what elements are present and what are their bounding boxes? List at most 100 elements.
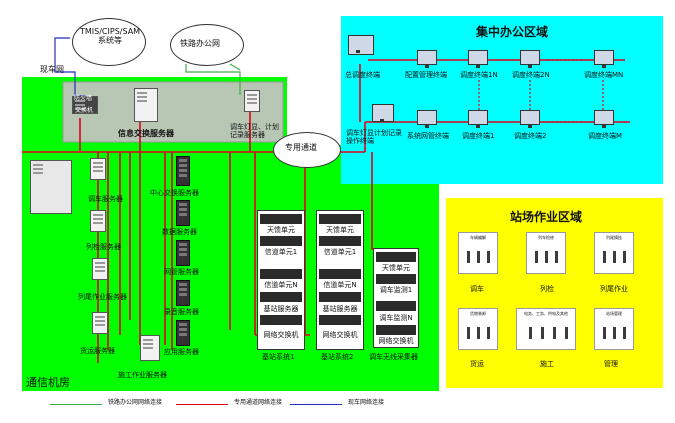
rack-unit bbox=[260, 269, 302, 279]
record-server-icon bbox=[176, 280, 190, 306]
dispatch-log-server-icon bbox=[244, 90, 260, 112]
dispatch-server-icon bbox=[90, 158, 106, 180]
dispatch-2n-terminal-icon bbox=[520, 50, 540, 68]
config-label: 配置管理终端 bbox=[405, 71, 447, 79]
info-exchange-server-icon bbox=[134, 88, 158, 122]
netmgr-label: 系统网管终端 bbox=[407, 132, 449, 140]
switch-label: 交换机 bbox=[75, 107, 94, 114]
station-card-title: 货物装卸 bbox=[470, 311, 486, 316]
monitor1-label: 调车监测1 bbox=[379, 286, 413, 294]
data-server-icon bbox=[176, 200, 190, 226]
inspect-server-icon bbox=[90, 210, 106, 232]
legend-green-label: 铁路办公网网络连接 bbox=[108, 399, 163, 406]
net-switch-label: 网络交换机 bbox=[322, 331, 358, 339]
station-card-title: 电务、工务、供电及其他 bbox=[524, 311, 568, 316]
unit-top-label: 天馈单元 bbox=[267, 226, 295, 234]
dispatch-1n-terminal-icon bbox=[468, 50, 488, 68]
tail-server-label: 列尾作业服务器 bbox=[78, 293, 127, 301]
tmis-cloud-label: TMIS/CIPS/SAM系统等 bbox=[80, 27, 141, 45]
rack-unit bbox=[376, 252, 416, 262]
record-op-label: 调车灯显计划记录操作终端 bbox=[346, 129, 402, 145]
wireless-collector-rack: 天馈单元 调车监测1 调车监测N 网络交换机 bbox=[373, 248, 419, 348]
base-sys2-label: 基站系统2 bbox=[321, 353, 354, 361]
base-station-1-rack: 天馈单元 信道单元1 信道单元N 基站服务器 网络交换机 bbox=[257, 210, 305, 350]
station-card-label: 施工 bbox=[540, 360, 554, 368]
unit-top-label: 天馈单元 bbox=[382, 264, 410, 272]
center-switch-label: 中心交换服务器 bbox=[150, 189, 199, 197]
station-card-label: 调车 bbox=[470, 285, 484, 293]
rail-office-cloud-label: 铁路办公网 bbox=[180, 39, 220, 48]
monitorn-label: 调车监测N bbox=[379, 314, 413, 322]
main-dispatch-terminal-icon bbox=[348, 35, 374, 55]
data-server-label: 数据服务器 bbox=[162, 228, 197, 236]
dispatch-mn-terminal-icon bbox=[594, 50, 614, 68]
station-card: 货物装卸 bbox=[458, 308, 498, 350]
dispatch-mn-label: 调度终端MN bbox=[584, 71, 624, 79]
station-zone bbox=[446, 198, 663, 388]
inspect-server-label: 列检服务器 bbox=[86, 243, 121, 251]
private-channel-cloud bbox=[273, 132, 341, 168]
rack-unit bbox=[260, 214, 302, 224]
freight-server-icon bbox=[92, 312, 108, 334]
unit-ch1-label: 信道单元1 bbox=[323, 248, 357, 256]
record-op-terminal-icon bbox=[372, 104, 394, 122]
rack-unit bbox=[260, 315, 302, 325]
legend-red-line bbox=[176, 404, 228, 405]
legend-red-label: 专用通道网络连接 bbox=[234, 399, 283, 406]
xianche-label: 现车网 bbox=[40, 65, 64, 74]
dispatch-server-label: 调车服务器 bbox=[88, 195, 123, 203]
info-exchange-label: 信息交换服务器 bbox=[118, 129, 174, 138]
rack-unit bbox=[376, 301, 416, 311]
unit-top-label: 天馈单元 bbox=[326, 226, 354, 234]
wireless-collector-label: 调车无线采集器 bbox=[369, 353, 418, 361]
net-switch-label: 网络交换机 bbox=[263, 331, 299, 339]
station-card: 列车检修 bbox=[526, 232, 566, 274]
room-zone-title: 通信机房 bbox=[26, 376, 70, 389]
app-server-icon bbox=[176, 320, 190, 346]
station-card-title: 车辆编解 bbox=[470, 235, 486, 240]
dispatch-log-label: 调车灯显、计划记录服务器 bbox=[230, 123, 279, 139]
rack-unit bbox=[319, 214, 361, 224]
record-server-label: 录音服务器 bbox=[164, 308, 199, 316]
net-switch-label: 网络交换机 bbox=[378, 337, 414, 345]
main-dispatch-label: 总调度终端 bbox=[345, 71, 380, 79]
rack-unit bbox=[319, 292, 361, 302]
config-terminal-icon bbox=[417, 50, 437, 68]
unit-ch1-label: 信道单元1 bbox=[264, 248, 298, 256]
station-card-label: 列检 bbox=[540, 285, 554, 293]
station-zone-title: 站场作业区域 bbox=[510, 210, 583, 224]
station-card: 列尾摘挂 bbox=[594, 232, 634, 274]
rack-unit bbox=[376, 325, 416, 335]
station-card-label: 货运 bbox=[470, 360, 484, 368]
rack-unit bbox=[319, 315, 361, 325]
rack-unit bbox=[260, 292, 302, 302]
unit-chn-label: 信道单元N bbox=[264, 281, 298, 289]
firewall-label: 防火墙 bbox=[74, 95, 93, 102]
netmgr-terminal-icon bbox=[417, 110, 437, 128]
rack-unit bbox=[319, 236, 361, 246]
station-card-label: 列尾作业 bbox=[600, 285, 628, 293]
rack-unit bbox=[376, 274, 416, 284]
firewall-icon bbox=[72, 96, 98, 114]
station-card: 车辆编解 bbox=[458, 232, 498, 274]
dispatch-m-label: 调度终端M bbox=[588, 132, 623, 140]
base-station-2-rack: 天馈单元 信道单元1 信道单元N 基站服务器 网络交换机 bbox=[316, 210, 364, 350]
rail-office-cloud bbox=[170, 24, 244, 66]
station-card-label: 管理 bbox=[604, 360, 618, 368]
center-switch-server-icon bbox=[176, 156, 190, 186]
base-sys1-label: 基站系统1 bbox=[262, 353, 295, 361]
legend-blue-label: 现车网络连接 bbox=[348, 399, 385, 406]
legend-blue-line bbox=[290, 404, 342, 405]
rack-unit bbox=[319, 269, 361, 279]
dispatch-2-terminal-icon bbox=[520, 110, 540, 128]
station-card-title: 列尾摘挂 bbox=[606, 235, 622, 240]
dispatch-2n-label: 调度终端2N bbox=[512, 71, 550, 79]
tmis-cloud bbox=[72, 18, 146, 66]
cluster-server-icon bbox=[30, 160, 72, 214]
netmgr-server-label: 网管服务器 bbox=[164, 268, 199, 276]
office-zone bbox=[341, 16, 663, 184]
netmgr-server-icon bbox=[176, 240, 190, 266]
station-card: 电务、工务、供电及其他 bbox=[516, 308, 576, 350]
